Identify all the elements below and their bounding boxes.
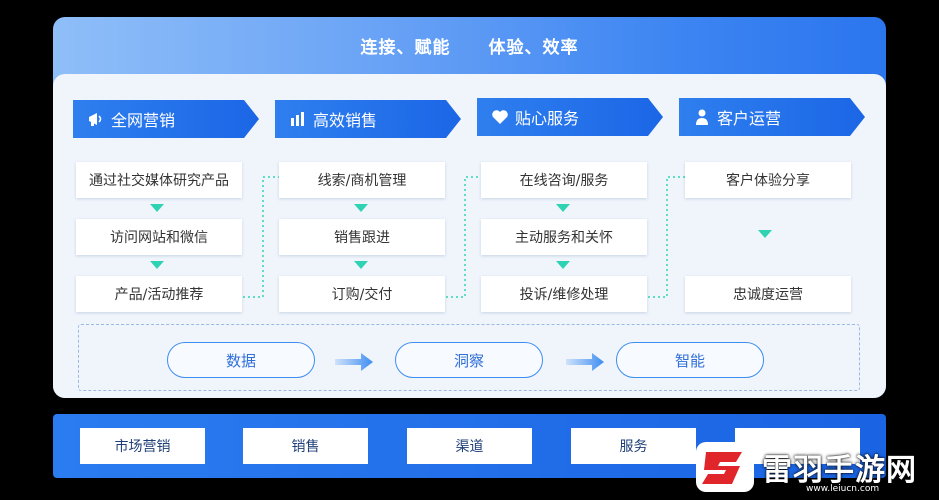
watermark-logo-icon: [696, 442, 754, 492]
column-header-marketing: 全网营销: [73, 100, 259, 138]
bottom-chip-empty: [735, 428, 860, 464]
step-box: 在线咨询/服务: [481, 162, 647, 198]
step-box: 忠诚度运营: [685, 276, 851, 312]
bottom-chip-channel: 渠道: [407, 428, 532, 464]
watermark-url: www.leiucn.com: [806, 484, 880, 494]
down-arrow-icon: [556, 204, 570, 212]
column-title: 高效销售: [313, 111, 378, 130]
step-box: 访问网站和微信: [76, 219, 242, 255]
right-arrow-icon: [566, 353, 604, 371]
down-arrow-icon: [150, 204, 164, 212]
watermark-text: 雷羽手游网: [762, 453, 917, 488]
step-box: 主动服务和关怀: [481, 219, 647, 255]
flow-intelligence-pill: 智能: [616, 342, 764, 378]
step-box: 产品/活动推荐: [76, 276, 242, 312]
column-title: 客户运营: [717, 109, 782, 128]
step-box: 销售跟进: [279, 219, 445, 255]
down-arrow-icon: [758, 230, 772, 238]
bottom-chip-marketing: 市场营销: [80, 428, 205, 464]
bar-chart-icon: [289, 110, 307, 128]
heart-icon: [491, 108, 509, 126]
panel-title: 连接、赋能 体验、效率: [53, 17, 886, 73]
step-box: 通过社交媒体研究产品: [76, 162, 242, 198]
user-icon: [693, 108, 711, 126]
megaphone-icon: [87, 110, 105, 128]
title-left: 连接、赋能: [360, 37, 451, 58]
down-arrow-icon: [354, 261, 368, 269]
step-box: 线索/商机管理: [279, 162, 445, 198]
bottom-chip-sales: 销售: [243, 428, 368, 464]
step-box: 投诉/维修处理: [481, 276, 647, 312]
down-arrow-icon: [354, 204, 368, 212]
column-title: 贴心服务: [515, 109, 580, 128]
right-arrow-icon: [335, 353, 373, 371]
down-arrow-icon: [556, 261, 570, 269]
down-arrow-icon: [150, 261, 164, 269]
flow-data-pill: 数据: [167, 342, 315, 378]
column-title: 全网营销: [111, 111, 176, 130]
step-box: 客户体验分享: [685, 162, 851, 198]
column-connector-lines: [243, 176, 685, 298]
title-right: 体验、效率: [488, 37, 579, 58]
column-header-sales: 高效销售: [275, 100, 461, 138]
column-header-operation: 客户运营: [679, 98, 865, 136]
flow-insight-pill: 洞察: [395, 342, 543, 378]
column-header-service: 贴心服务: [477, 98, 663, 136]
bottom-chip-service: 服务: [571, 428, 696, 464]
step-box: 订购/交付: [279, 276, 445, 312]
flow-band: [78, 324, 860, 391]
